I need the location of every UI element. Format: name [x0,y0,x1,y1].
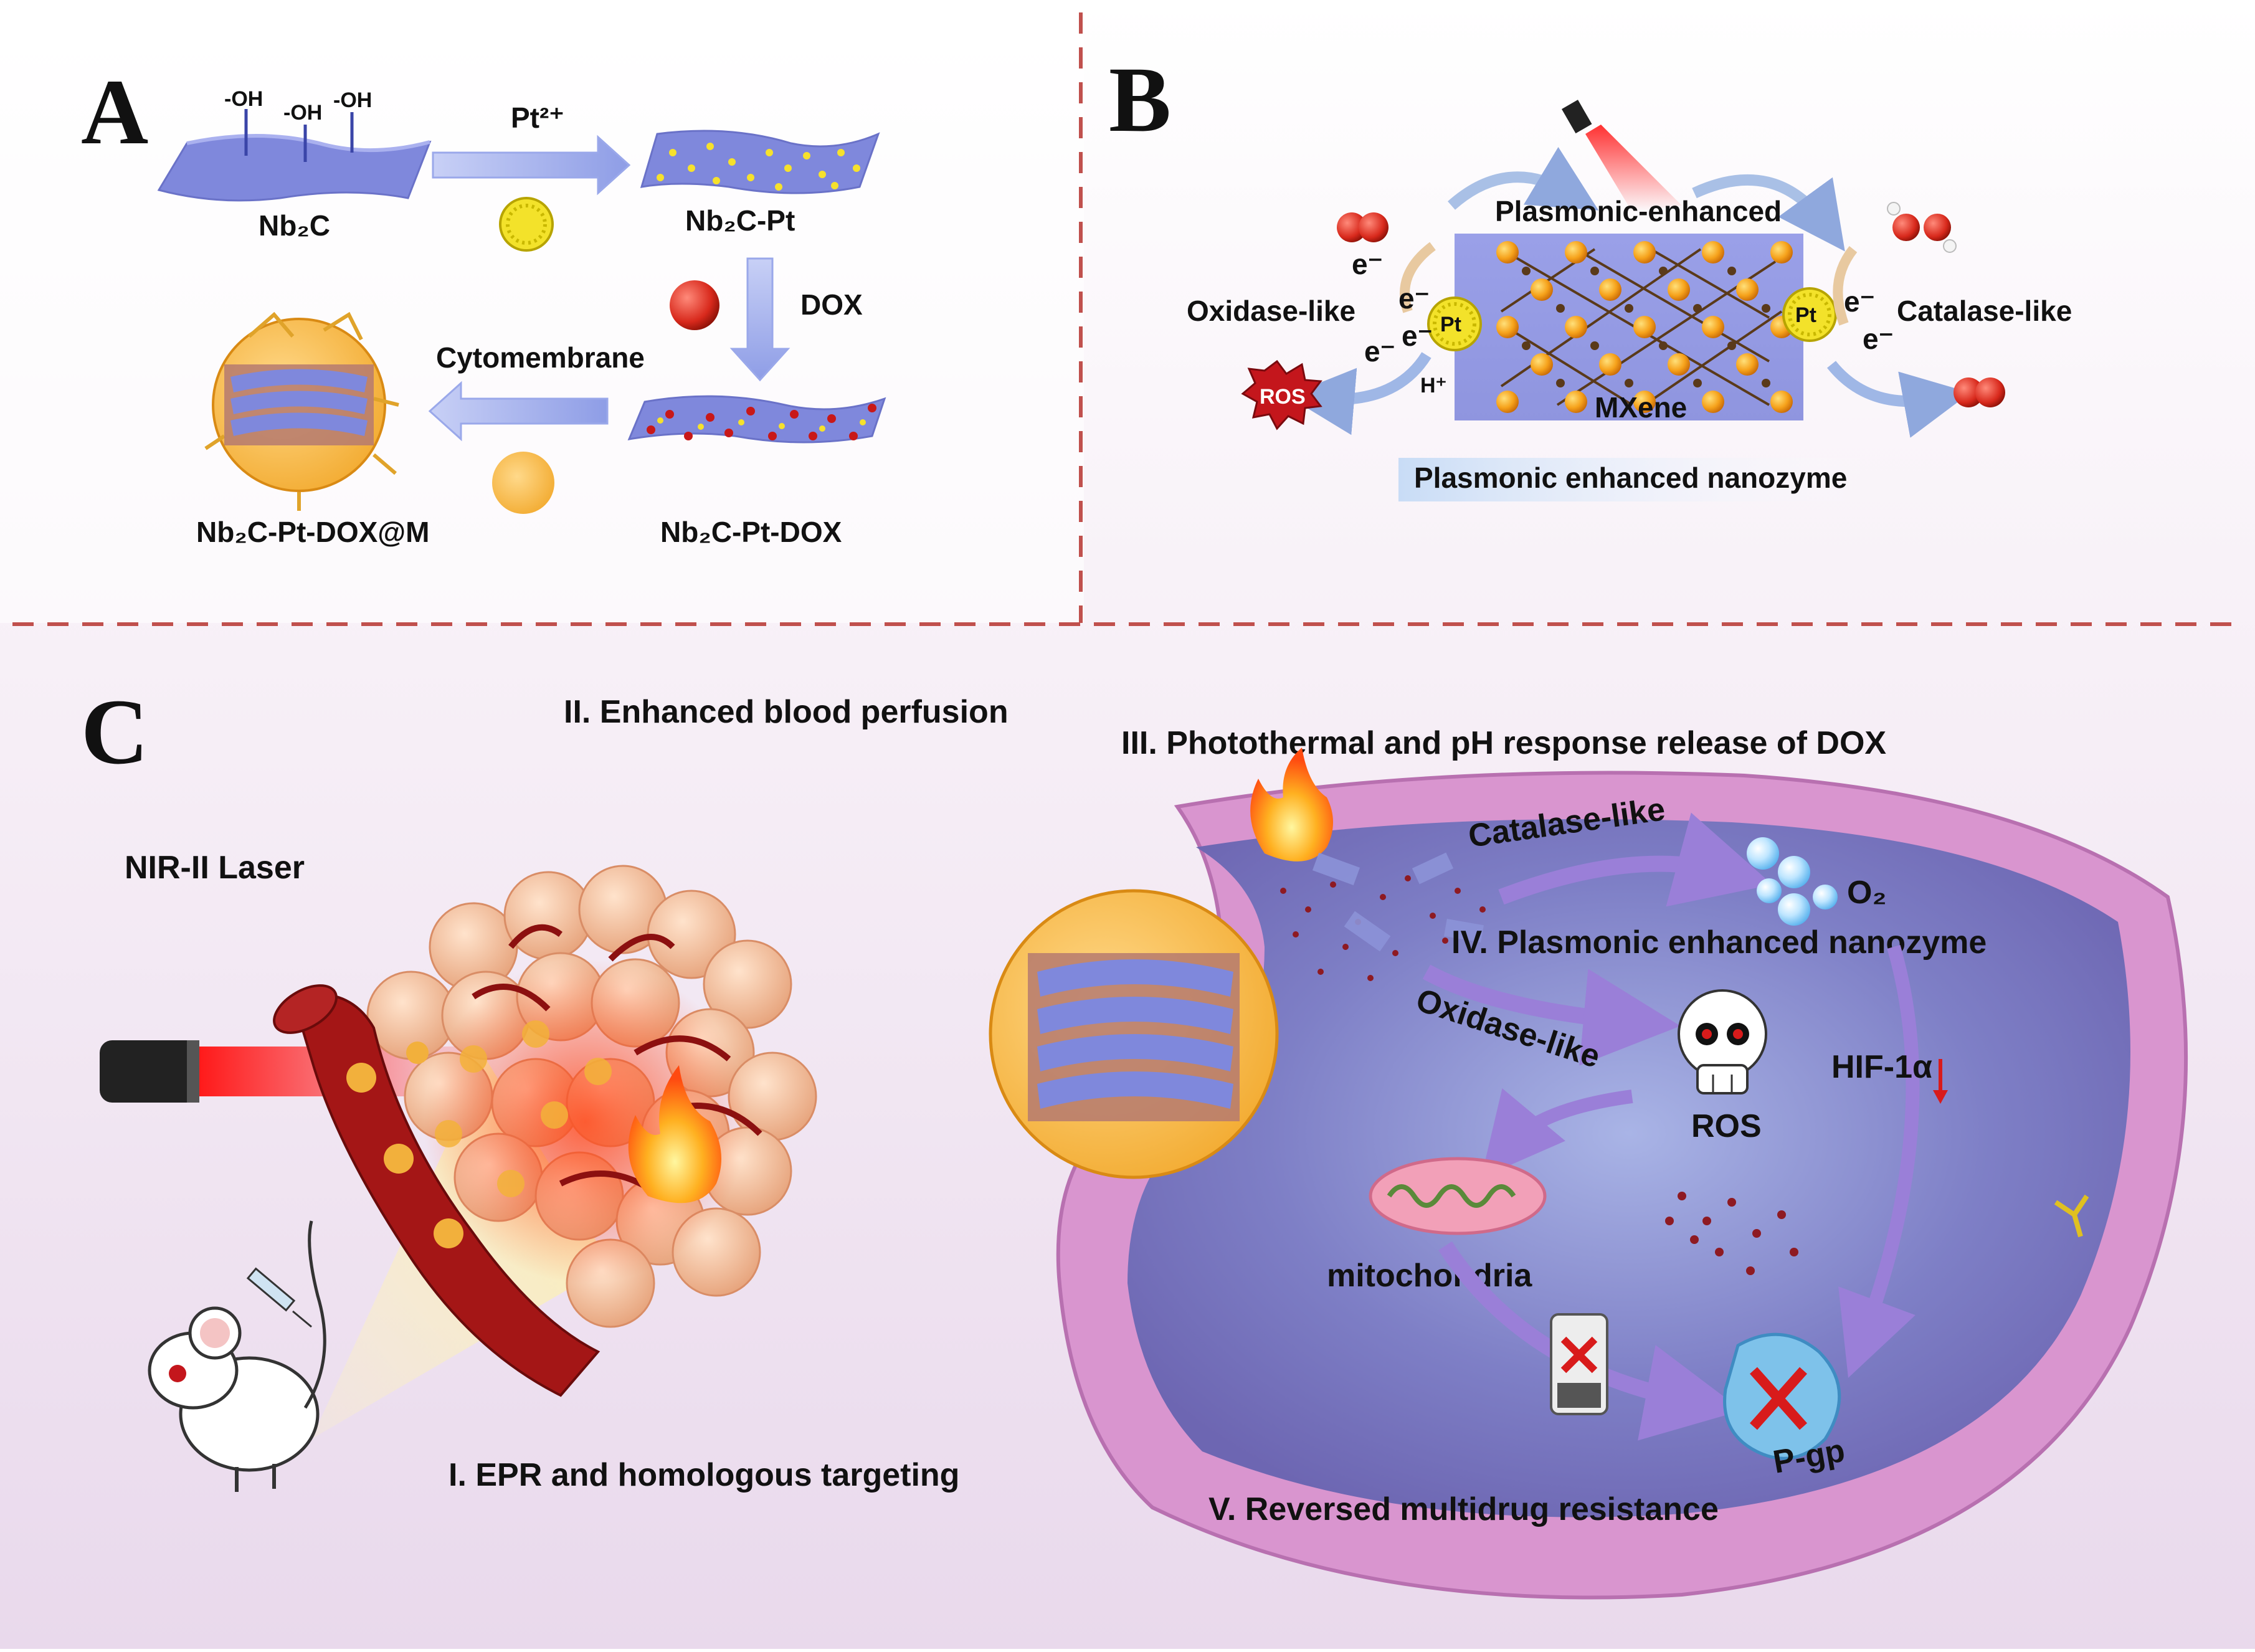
ros-label: ROS [1691,1108,1762,1144]
oxidase-curve [1400,242,1436,313]
cancer-cell [1056,771,2188,1600]
panel-c: C II. Enhanced blood perfusion III. Phot… [81,680,2188,1600]
nb2c-label: Nb₂C [259,209,330,242]
arrow-dox-loading [729,257,790,382]
panel-a: A -OH -OH -OH Nb₂C Pt²⁺ [81,60,886,548]
blood-vessel [273,924,762,1397]
mxene-lattice [1496,241,1793,413]
skull-ros-icon [1678,989,1767,1094]
catalase-curve [1833,246,1858,326]
pt-nanoparticle-icon [499,197,554,252]
panel-a-background [0,0,1084,623]
membrane-receptor-icon [2054,1194,2089,1238]
mitochondria-to-pgp-arrow [1438,1241,1742,1441]
nb2c-sheet [157,109,432,202]
panel-b: B Plasmonic-enhanced [1109,48,2072,501]
proton-label: H⁺ [1420,374,1447,397]
step-4-label: IV. Plasmonic enhanced nanozyme [1451,924,1987,961]
coated-nanoparticle [204,311,399,511]
nanosheet-fragments [1312,852,1484,952]
arrow-to-oxygen [1826,361,1971,438]
hif-arrow [1838,944,1920,1378]
panel-c-letter: C [81,680,148,784]
arrow-to-ros [1287,352,1431,435]
catalase-arrow [1498,812,1773,907]
oxygen-product-icon [1954,377,2005,407]
pgp-transporter-icon [1723,1332,1841,1460]
mxene-label: MXene [1595,391,1687,424]
step-2-label: II. Enhanced blood perfusion [564,694,1009,730]
pt-right-label: Pt [1795,303,1816,327]
nb2c-pt-dox-label: Nb₂C-Pt-DOX [660,516,842,548]
cytomembrane-label: Cytomembrane [436,341,645,374]
electron-label-5: e⁻ [1844,285,1875,318]
dox-label: DOX [800,288,863,321]
ros-to-mitochondria-arrow [1481,1088,1633,1178]
step-5-label: V. Reversed multidrug resistance [1208,1491,1719,1527]
nb2c-pt-dox-m-label: Nb₂C-Pt-DOX@M [196,516,429,548]
heat-flame-icon [628,1065,721,1203]
hif-label: HIF-1α [1831,1049,1932,1085]
electron-label-4: e⁻ [1364,335,1395,368]
pt-particle-left [1427,297,1482,351]
photothermal-flame-icon [1250,748,1333,862]
curved-arrow-right [1692,174,1845,252]
atp-battery-icon [1550,1313,1608,1415]
arrow-cytomembrane-coating [428,381,609,442]
nb2c-pt-label: Nb₂C-Pt [685,204,795,237]
catalase-like-label: Catalase-like [1897,295,2072,327]
pt-particle-right [1782,287,1837,342]
mouse-icon [148,1220,326,1492]
coated-nanoparticle-large [989,889,1279,1179]
panel-b-letter: B [1109,48,1171,151]
hydroxyl-label-2: -OH [283,101,322,125]
dox-molecule-icon [670,280,719,330]
oxygen-molecule-icon [1337,212,1389,242]
nb2c-pt-dox-sheet [627,395,886,444]
ros-label: ROS [1260,385,1306,409]
oxidase-like-label: Oxidase-like [1187,295,1355,327]
electron-label-2: e⁻ [1398,282,1430,315]
laser-label: NIR-II Laser [125,850,305,886]
hydroxyl-label-1: -OH [224,87,263,111]
step-1-label: I. EPR and homologous targeting [449,1457,959,1493]
nanozyme-caption-bar [1398,458,1884,501]
intracellular-dox [1665,1192,1798,1275]
oxygen-label: O₂ [1847,875,1887,911]
mitochondria-icon [1369,1157,1547,1235]
oxidase-arrow [1422,964,1681,1066]
cell-membrane-vesicle-icon [492,452,554,514]
hydroxyl-label-3: -OH [333,88,372,112]
electron-label-1: e⁻ [1352,248,1383,280]
hydrogen-peroxide-icon [1887,202,1957,253]
arrow-pt-loading [432,135,631,196]
mitochondria-label: mitochondria [1327,1258,1532,1294]
electron-label-3: e⁻ [1402,320,1433,352]
ros-burst-icon [1241,359,1322,430]
laser-source-icon [1562,100,1682,212]
released-dox-particles [1280,875,1486,981]
nb2c-pt-sheet [640,130,880,194]
plasmonic-enhanced-label: Plasmonic-enhanced [1495,195,1782,227]
curved-arrow-left [1448,146,1599,211]
pt-ion-label: Pt²⁺ [511,102,564,134]
step-3-label: III. Photothermal and pH response releas… [1121,725,1886,761]
syringe-icon [246,1267,312,1328]
pt-left-label: Pt [1440,313,1461,336]
panel-a-letter: A [81,60,148,164]
nanozyme-caption: Plasmonic enhanced nanozyme [1414,462,1847,494]
oxygen-bubbles-icon [1747,837,1838,926]
electron-label-6: e⁻ [1863,323,1894,355]
hif-down-arrowhead-icon [1933,1090,1948,1104]
